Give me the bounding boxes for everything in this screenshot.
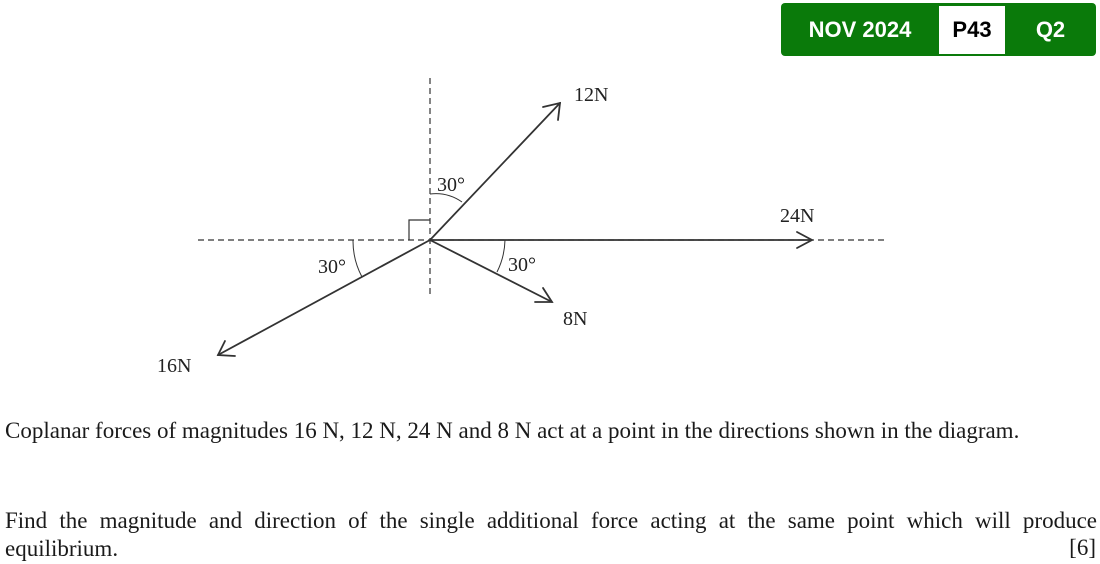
angle-label-left: 30° <box>318 256 346 278</box>
force-8N-arrowhead <box>534 287 554 303</box>
force-16N-arrowhead <box>216 340 236 357</box>
force-8N-label: 8N <box>563 308 587 330</box>
paper-reference-badge: NOV 2024 P43 Q2 <box>781 3 1096 56</box>
angle-label-right: 30° <box>508 254 536 276</box>
force-12N-arrowhead <box>542 101 562 121</box>
force-12N-line <box>429 102 561 241</box>
angle-arc-left <box>352 239 363 278</box>
session-label: NOV 2024 <box>808 16 912 42</box>
question-text-intro: Coplanar forces of magnitudes 16 N, 12 N… <box>5 418 1020 443</box>
question-text-task: Find the magnitude and direction of the … <box>5 508 1097 561</box>
force-24N-arrowhead <box>796 231 814 249</box>
force-12N-label: 12N <box>574 84 608 106</box>
force-16N-line <box>217 239 431 356</box>
right-angle-marker <box>408 219 430 240</box>
force-diagram: 12N 24N 8N 16N 30° 30° 30° <box>157 78 885 377</box>
angle-arc-top <box>429 193 463 203</box>
paper-label: P43 <box>939 5 1005 54</box>
marks-label: [6] <box>1069 535 1096 560</box>
force-16N-label: 16N <box>157 355 191 377</box>
force-24N-label: 24N <box>780 205 814 227</box>
force-8N-line <box>429 239 553 303</box>
angle-arc-right <box>496 239 506 273</box>
angle-label-top: 30° <box>437 174 465 196</box>
question-label: Q2 <box>1035 16 1066 42</box>
